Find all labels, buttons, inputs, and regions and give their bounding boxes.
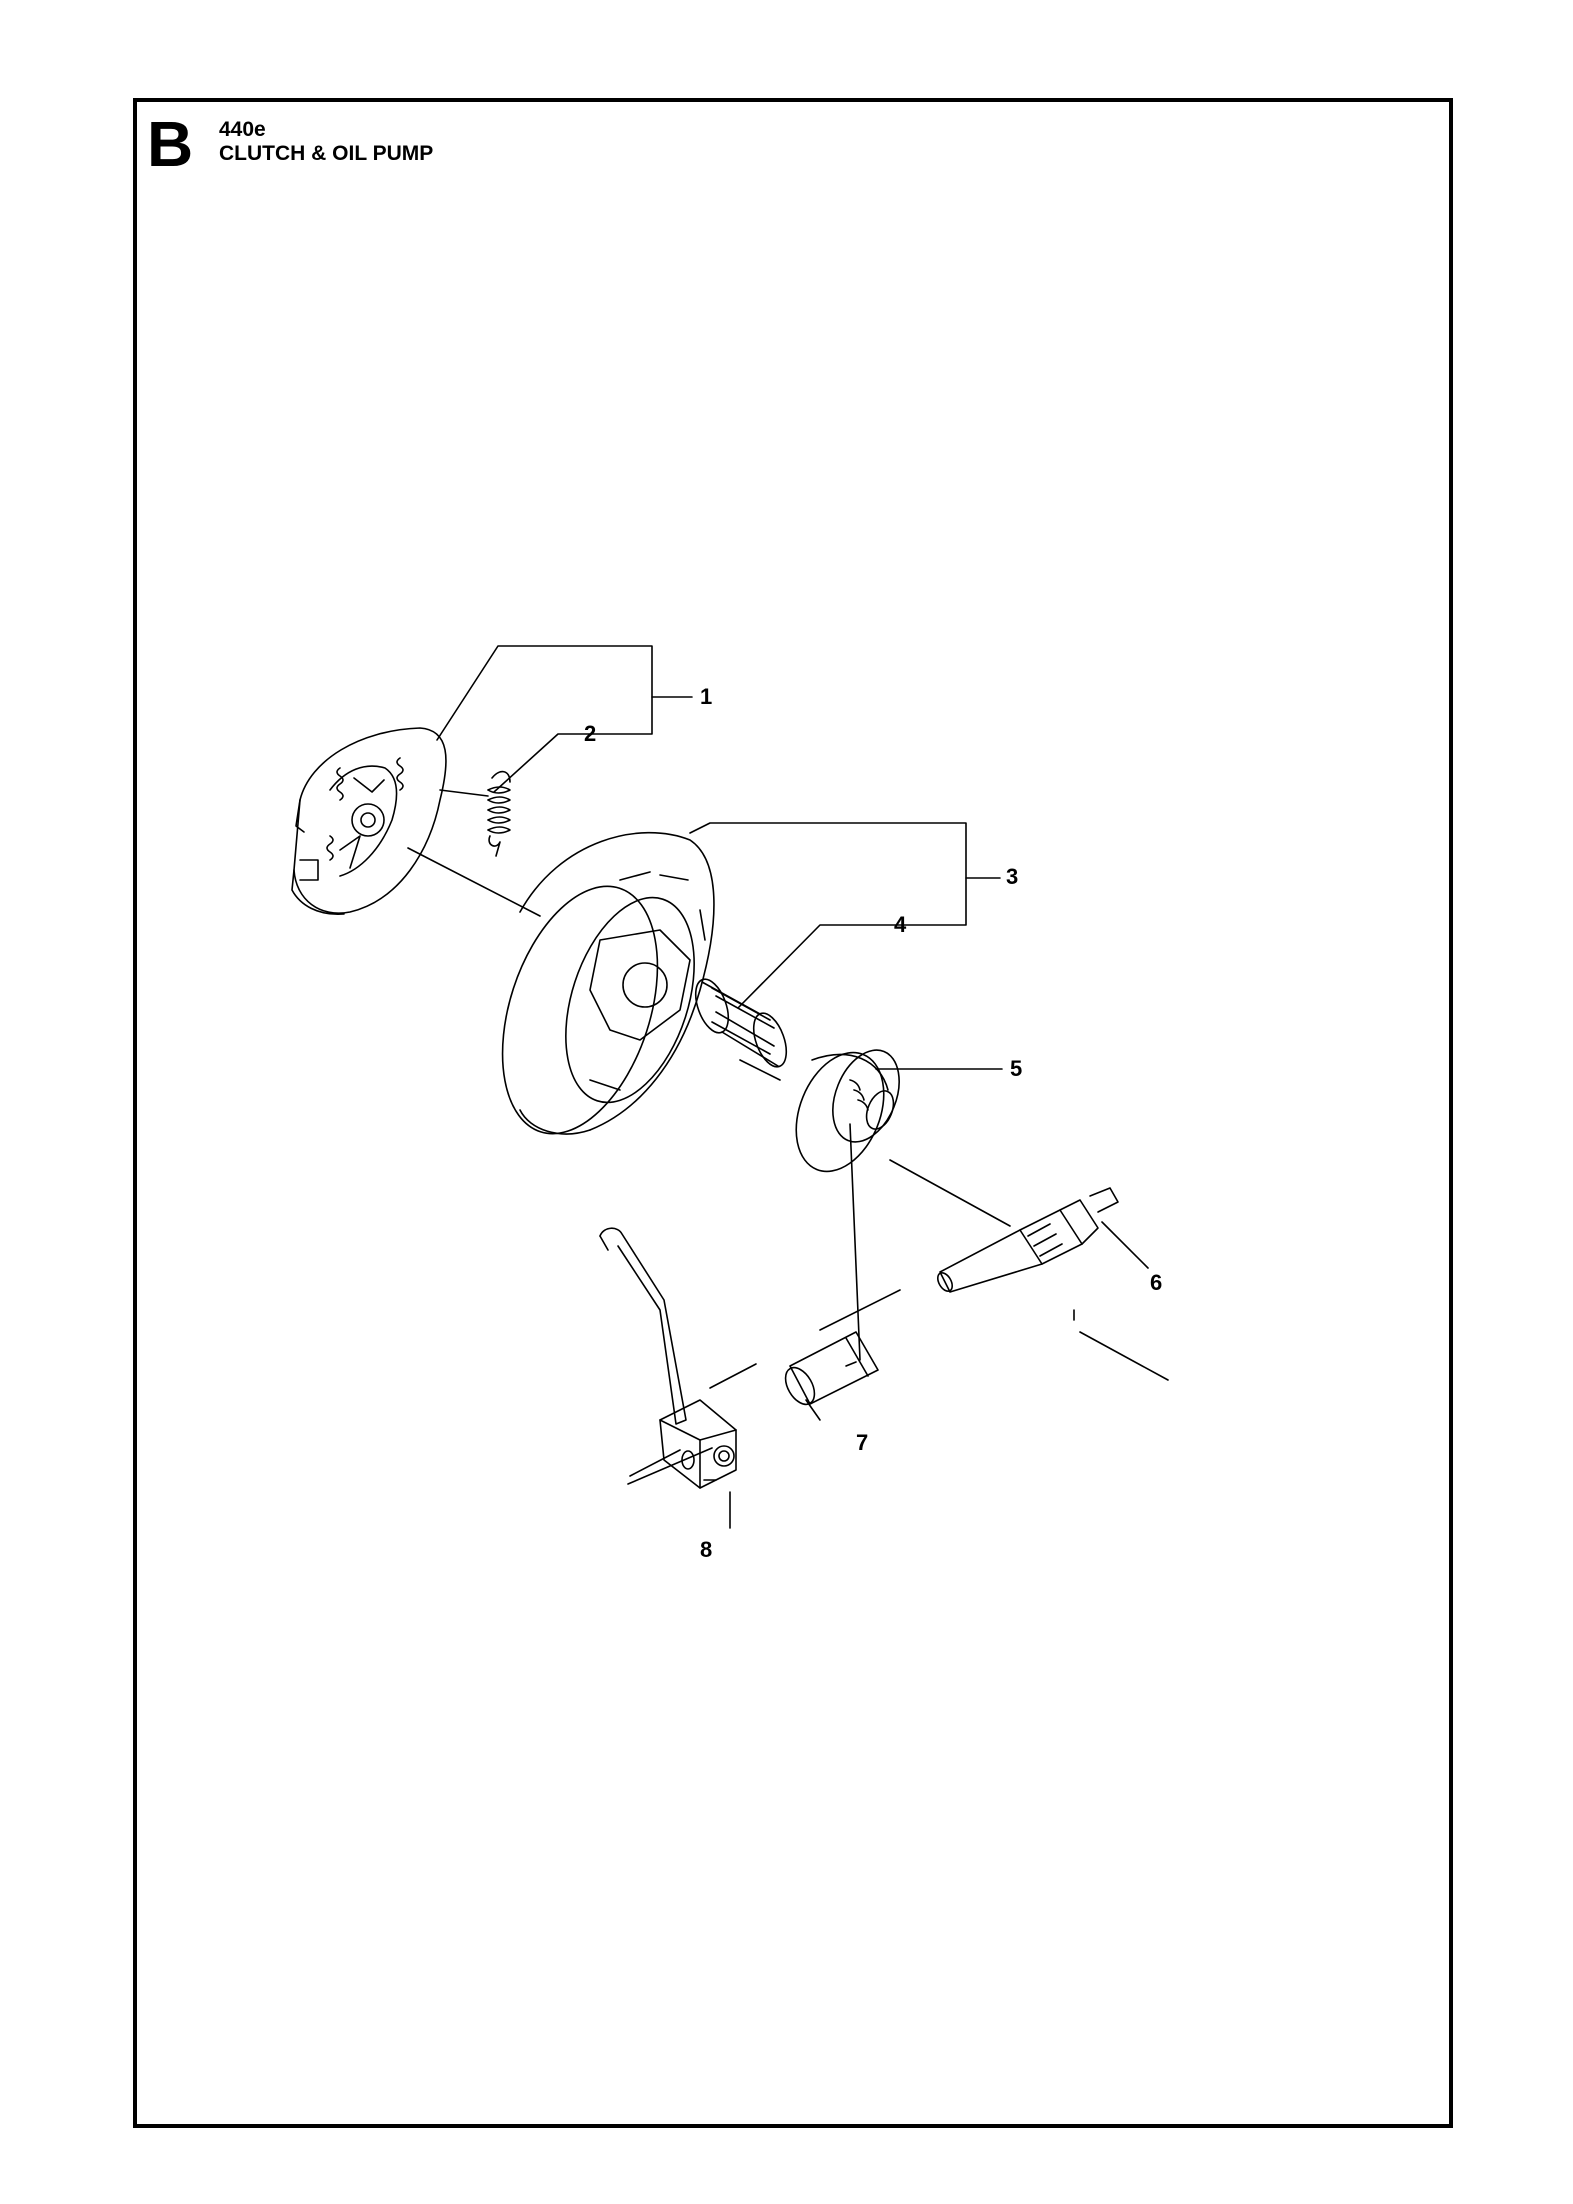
clutch-spring-part: [439, 770, 511, 857]
leader-lines: [407, 645, 1169, 1529]
oil-pump-body-part: [599, 1227, 737, 1489]
diagram-title: CLUTCH & OIL PUMP: [219, 142, 434, 165]
clutch-drum-part: [501, 831, 715, 1135]
callout-8: 8: [700, 1537, 712, 1562]
needle-bearing-part: [694, 978, 788, 1068]
pump-piston-part: [784, 1331, 879, 1421]
callout-3: 3: [1006, 864, 1018, 889]
callout-4: 4: [894, 912, 907, 937]
model-number: 440e: [219, 118, 266, 141]
callout-numbers: 1 2 3 4 5 6 7 8: [584, 684, 1162, 1562]
callout-1: 1: [700, 684, 712, 709]
page-frame: [133, 98, 1453, 2128]
worm-gear-shaft-part: [936, 1187, 1119, 1293]
callout-7: 7: [856, 1430, 868, 1455]
section-letter: B: [147, 108, 194, 180]
callout-6: 6: [1150, 1270, 1162, 1295]
callout-2: 2: [584, 721, 596, 746]
callout-5: 5: [1010, 1056, 1022, 1081]
oil-pump-drive-part: [795, 1049, 900, 1173]
clutch-assembly-part: [291, 727, 447, 915]
